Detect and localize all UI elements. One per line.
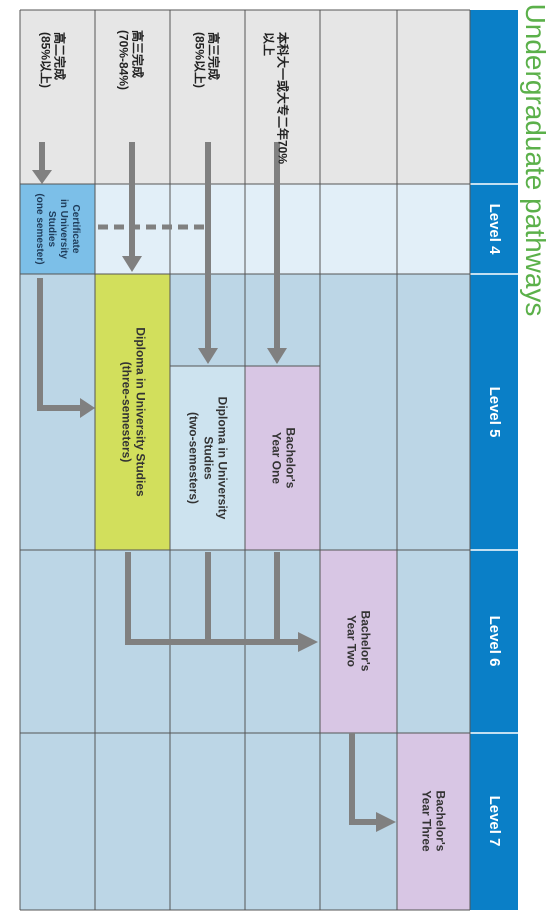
entry-grade-11-85: 高二完成 (85%以上) xyxy=(38,31,67,89)
diploma-two-label: Diploma in University Studies (two-semes… xyxy=(186,396,230,520)
level-7-label: Level 7 xyxy=(486,795,503,847)
entry-high-school-70-84: 高三完成 (70%-84%) xyxy=(116,29,145,91)
bachelor-three-label: Bachelor's Year Three xyxy=(419,790,448,852)
entry-bachelor: 本科大一或大专二年70% 以上 xyxy=(261,31,290,165)
arrow-certificate-to-diploma xyxy=(37,278,82,411)
bachelor-two-box xyxy=(320,550,397,733)
level-6-label: Level 6 xyxy=(486,615,503,667)
bachelor-one-box xyxy=(245,366,320,550)
bachelor-two-label: Bachelor's Year Two xyxy=(344,610,373,672)
certificate-box xyxy=(20,184,95,274)
arrow-to-bachelor-three xyxy=(349,733,378,825)
diploma-two-box xyxy=(170,366,245,550)
bachelor-three-box xyxy=(397,733,470,910)
level-4-label: Level 4 xyxy=(486,203,503,255)
entry-high-school-85: 高三完成 (85%以上) xyxy=(192,31,221,89)
bachelor-one-label: Bachelor's Year One xyxy=(269,427,298,489)
page-title: Undergraduate pathways xyxy=(519,3,551,317)
arrows xyxy=(37,142,378,825)
arrow-heads xyxy=(32,170,396,832)
diploma-three-label: Diploma in University Studies (three-sem… xyxy=(119,327,148,497)
level-5-label: Level 5 xyxy=(486,386,503,438)
level-bar xyxy=(470,10,518,910)
certificate-label: Certificate in University Studies (one s… xyxy=(34,193,81,265)
arrow-to-bachelor-two xyxy=(125,552,300,645)
diploma-three-box xyxy=(95,274,170,550)
grid-lines xyxy=(19,9,471,911)
